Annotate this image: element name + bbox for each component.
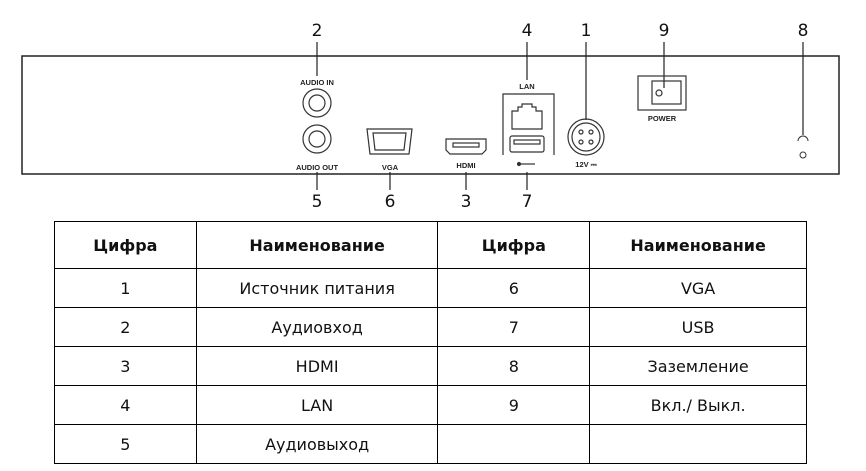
- header-number: Цифра: [54, 221, 197, 269]
- rear-panel-diagram: 2 5 6 3 4 7 1 9 8 AUDIO IN AUDIO OUT VGA…: [21, 21, 840, 212]
- usb-symbol-icon: [516, 161, 535, 167]
- cell: HDMI: [195, 346, 439, 386]
- ground-terminal-icon: [797, 135, 809, 159]
- cell: [437, 424, 591, 464]
- label-lan: LAN: [519, 82, 534, 91]
- callout-lines: [316, 42, 804, 190]
- label-audio-out: AUDIO OUT: [296, 163, 339, 172]
- callout-6: 6: [385, 192, 396, 212]
- cell: 8: [437, 346, 591, 386]
- label-hdmi: HDMI: [456, 161, 475, 170]
- cell: 4: [54, 385, 197, 425]
- callout-5: 5: [312, 192, 323, 212]
- label-12v: 12V ⎓: [575, 160, 597, 169]
- callout-2: 2: [312, 21, 323, 41]
- cell: Аудиовыход: [195, 424, 439, 464]
- label-vga: VGA: [382, 163, 399, 172]
- cell: VGA: [589, 268, 807, 308]
- device-panel-outline: [21, 55, 840, 175]
- cell: 6: [437, 268, 591, 308]
- cell: 2: [54, 307, 197, 347]
- cell: 3: [54, 346, 197, 386]
- callout-7: 7: [522, 192, 533, 212]
- cell: 5: [54, 424, 197, 464]
- cell: Источник питания: [195, 268, 439, 308]
- audio-out-jack-icon: [302, 124, 332, 154]
- callout-4: 4: [522, 21, 533, 41]
- callout-8: 8: [798, 21, 809, 41]
- header-name: Наименование: [589, 221, 807, 269]
- cell: Заземление: [589, 346, 807, 386]
- cell: LAN: [195, 385, 439, 425]
- lan-usb-block-icon: [502, 93, 555, 155]
- cell: Аудиовход: [195, 307, 439, 347]
- callout-9: 9: [659, 21, 670, 41]
- header-number: Цифра: [437, 221, 591, 269]
- cell: USB: [589, 307, 807, 347]
- vga-port-icon: [366, 128, 413, 155]
- label-power: POWER: [648, 114, 677, 123]
- header-name: Наименование: [195, 221, 439, 269]
- cell: 9: [437, 385, 591, 425]
- cell: [589, 424, 807, 464]
- table-header-row: Цифра Наименование Цифра Наименование: [54, 221, 807, 269]
- cell: 1: [54, 268, 197, 308]
- label-audio-in: AUDIO IN: [300, 78, 334, 87]
- audio-in-jack-icon: [302, 88, 332, 118]
- hdmi-port-icon: [445, 138, 487, 155]
- callout-3: 3: [461, 192, 472, 212]
- cell: Вкл./ Выкл.: [589, 385, 807, 425]
- power-switch-icon: [637, 75, 687, 111]
- cell: 7: [437, 307, 591, 347]
- callout-1: 1: [581, 21, 592, 41]
- power-connector-icon: [567, 118, 605, 156]
